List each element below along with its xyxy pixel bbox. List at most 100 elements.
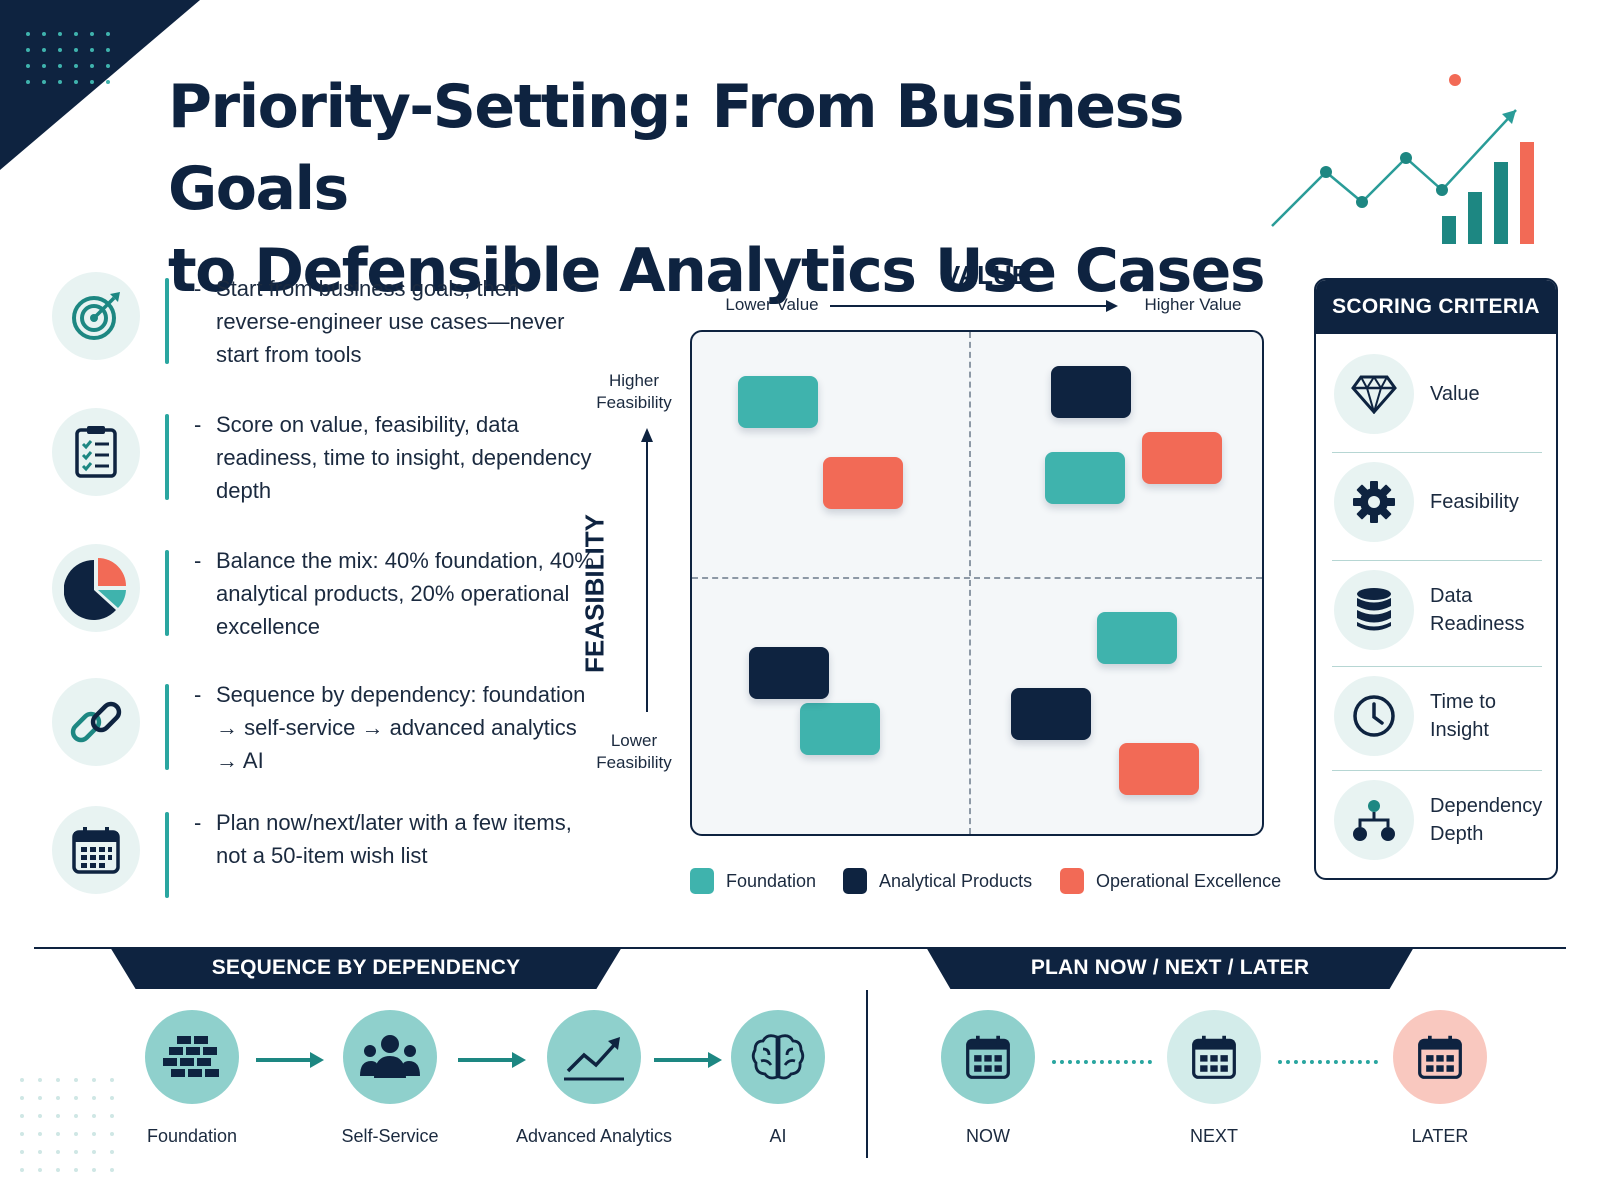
gear-icon [1334,462,1414,542]
y-axis-arrow [641,428,653,712]
dot-decoration [56,1096,60,1100]
principle-text: Start from business goals, then reverse-… [216,276,565,367]
dot-decoration [106,48,110,52]
principle-text: Score on value, feasibility, data readin… [216,412,592,503]
dot-decoration [74,48,78,52]
dot-decoration [58,32,62,36]
dot-decoration [74,1132,78,1136]
dot-decoration [42,32,46,36]
sequence-step-label: Foundation [146,1126,238,1146]
legend-item-foundation: Foundation [690,868,816,894]
dot-decoration [74,1168,78,1172]
use-case-block-foundation [737,376,818,429]
principle-item: -Sequence by dependency: foundation → se… [52,678,585,778]
dot-decoration [90,32,94,36]
diamond-icon [1334,354,1414,434]
dot-decoration [106,80,110,84]
dot-grid-decoration [26,32,110,92]
dot-decoration [110,1168,114,1172]
use-case-block-operational-excellence [823,456,903,509]
legend-label: Foundation [726,870,817,891]
dot-decoration [90,64,94,68]
principle-text: Plan now/next/later with a few items, no… [216,810,572,868]
users-icon [343,1010,437,1104]
accent-bar [165,684,169,770]
accent-bar [165,812,169,898]
y-axis-low-label: Lower Feasibility [596,731,672,772]
criteria-divider [1332,560,1542,561]
title-line-2: to Defensible Analytics Use Cases [168,236,1266,306]
dot-grid-decoration [20,1078,130,1188]
chain-link-icon [52,678,140,766]
bullet-dash: - [194,276,202,301]
dot-decoration [56,1132,60,1136]
legend-label: Analytical Products [879,870,1033,891]
dot-decoration [58,64,62,68]
dot-decoration [38,1096,42,1100]
use-case-block-foundation [800,702,881,755]
clock-icon [1334,676,1414,756]
sequence-step-label: AI [769,1126,787,1146]
sequence-step-foundation: Foundation [112,1010,272,1147]
plan-header: PLAN NOW / NEXT / LATER [926,947,1414,989]
dot-decoration [38,1168,42,1172]
dot-decoration [58,48,62,52]
criterion-label: Feasibility [1430,491,1519,513]
plan-step-now: NOW [908,1010,1068,1147]
dot-decoration [56,1168,60,1172]
dot-decoration [26,64,30,68]
dot-decoration [90,80,94,84]
dot-decoration [92,1150,96,1154]
dot-decoration [56,1114,60,1118]
dot-decoration [58,80,62,84]
plan-step-later: LATER [1360,1010,1520,1147]
principle-item: -Score on value, feasibility, data readi… [52,408,591,508]
quadrant-divider-horizontal [692,577,1262,579]
hierarchy-icon [1334,780,1414,860]
bullet-dash: - [194,548,202,573]
dot-decoration [20,1168,24,1172]
corner-triangle-decoration [0,0,200,170]
principle-text: Balance the mix: 40% foundation, 40% ana… [216,548,594,639]
accent-bar [165,550,169,636]
legend-swatch [843,868,867,894]
dot-decoration [74,64,78,68]
plan-step-label: NEXT [1189,1126,1238,1146]
dot-decoration [110,1132,114,1136]
x-axis-high-label: Higher Value [1144,295,1242,314]
checklist-icon [52,408,140,496]
legend-item-operational-excellence: Operational Excellence [1060,868,1281,894]
target-icon [52,272,140,360]
dotted-connector [1052,1060,1152,1064]
use-case-block-foundation [1045,451,1126,504]
page-title: Priority-Setting: From Business Goals to… [168,66,1278,312]
criterion-label: Time to Insight [1430,691,1496,741]
criterion-feasibility: Feasibility [1332,460,1542,550]
quadrant-divider-vertical [969,332,971,834]
bullet-dash: - [194,682,202,707]
arrow-right-icon [654,1052,722,1068]
section-divider [34,947,1566,949]
dot-decoration [74,32,78,36]
calendar-icon [1167,1010,1261,1104]
arrow-right-icon [458,1052,526,1068]
dot-decoration [42,80,46,84]
title-line-1: Priority-Setting: From Business Goals [168,72,1185,224]
use-case-block-analytical-products [748,647,829,700]
criteria-divider [1332,770,1542,771]
criterion-time-to-insight: Time to Insight [1332,674,1542,764]
x-axis-arrow [830,300,1118,312]
dot-decoration [38,1132,42,1136]
sequence-step-ai: AI [698,1010,858,1147]
dot-decoration [38,1114,42,1118]
calendar-icon [941,1010,1035,1104]
dot-decoration [20,1114,24,1118]
dot-decoration [110,1096,114,1100]
dot-decoration [92,1168,96,1172]
criteria-divider [1332,452,1542,453]
dot-decoration [74,1096,78,1100]
dot-decoration [26,80,30,84]
sequence-step-label: Self-Service [341,1126,439,1146]
criterion-data-readiness: Data Readiness [1332,568,1542,658]
dot-decoration [26,32,30,36]
